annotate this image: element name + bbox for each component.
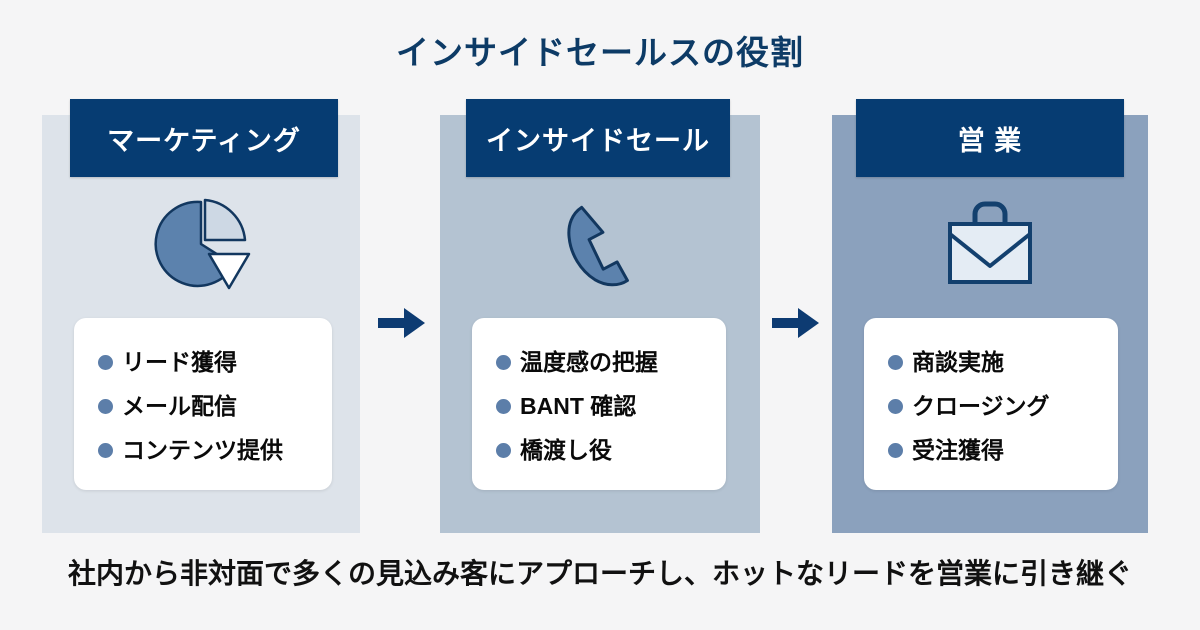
bullet-dot-icon xyxy=(888,354,903,370)
list-item-label: 橋渡し役 xyxy=(520,436,612,463)
column-header-inside-sales: インサイドセール xyxy=(466,99,730,177)
bullet-dot-icon xyxy=(496,354,511,370)
list-item: クロージング xyxy=(864,384,1118,428)
list-item-label: クロージング xyxy=(912,392,1050,419)
bullet-dot-icon xyxy=(496,398,511,414)
icon-slot-marketing xyxy=(42,196,360,296)
list-item-label: リード獲得 xyxy=(122,348,237,375)
bullet-dot-icon xyxy=(98,442,113,458)
briefcase-envelope-icon xyxy=(948,201,1032,284)
footer-caption: 社内から非対面で多くの見込み客にアプローチし、ホットなリードを営業に引き継ぐ xyxy=(67,558,1132,589)
list-item-label: 受注獲得 xyxy=(912,436,1004,463)
bullet-dot-icon xyxy=(496,442,511,458)
page-title: インサイドセールスの役割 xyxy=(396,34,804,71)
list-item-label: 温度感の把握 xyxy=(520,348,658,375)
list-item-label: BANT 確認 xyxy=(520,392,637,419)
list-item: メール配信 xyxy=(74,384,332,428)
phone-handset-icon xyxy=(567,205,629,287)
list-item: コンテンツ提供 xyxy=(74,428,332,472)
column-header-sales: 営 業 xyxy=(856,99,1124,177)
pie-chart-icon xyxy=(146,194,256,299)
list-card-inside-sales: 温度感の把握 BANT 確認 橋渡し役 xyxy=(472,318,726,490)
list-item-label: コンテンツ提供 xyxy=(122,436,283,463)
list-card-sales: 商談実施 クロージング 受注獲得 xyxy=(864,318,1118,490)
list-item-label: メール配信 xyxy=(122,392,237,419)
bullet-dot-icon xyxy=(888,398,903,414)
icon-slot-inside-sales xyxy=(440,196,760,296)
icon-slot-sales xyxy=(832,196,1148,296)
list-item-label: 商談実施 xyxy=(912,348,1004,375)
list-item: 温度感の把握 xyxy=(472,340,726,384)
list-item: 受注獲得 xyxy=(864,428,1118,472)
list-item: 商談実施 xyxy=(864,340,1118,384)
list-item: リード獲得 xyxy=(74,340,332,384)
arrow-inside-sales-to-sales xyxy=(772,306,820,340)
list-item: 橋渡し役 xyxy=(472,428,726,472)
bullet-dot-icon xyxy=(888,442,903,458)
bullet-dot-icon xyxy=(98,398,113,414)
bullet-dot-icon xyxy=(98,354,113,370)
column-header-marketing: マーケティング xyxy=(70,99,338,177)
list-card-marketing: リード獲得 メール配信 コンテンツ提供 xyxy=(74,318,332,490)
list-item: BANT 確認 xyxy=(472,384,726,428)
arrow-marketing-to-inside-sales xyxy=(378,306,426,340)
